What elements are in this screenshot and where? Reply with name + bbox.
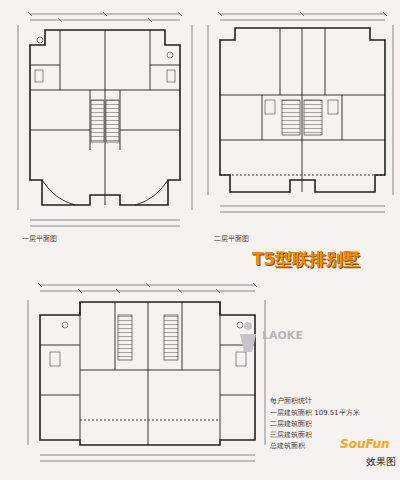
watermark-figure bbox=[240, 322, 256, 352]
watermark: SouFun bbox=[340, 438, 390, 451]
area-row: 二层建筑面积 bbox=[270, 421, 312, 429]
area-row: 总建筑面积 bbox=[270, 443, 305, 451]
second-floor-plan bbox=[220, 28, 385, 192]
dimension-lines bbox=[18, 12, 393, 461]
area-row: 三层建筑面积 bbox=[270, 432, 312, 440]
plan-caption: 一层平面图 bbox=[22, 236, 57, 244]
first-floor-plan bbox=[30, 30, 180, 205]
watermark: LAOKE bbox=[262, 330, 303, 342]
area-row: 一层建筑面积 109.51平方米 bbox=[270, 410, 360, 418]
third-floor-plan bbox=[40, 302, 255, 445]
plan-title: T5型联排别墅 bbox=[252, 250, 360, 269]
watermark-caption: 效果图 bbox=[366, 456, 396, 467]
area-heading: 每户面积统计 bbox=[270, 398, 312, 406]
plan-caption: 二层平面图 bbox=[214, 236, 249, 244]
